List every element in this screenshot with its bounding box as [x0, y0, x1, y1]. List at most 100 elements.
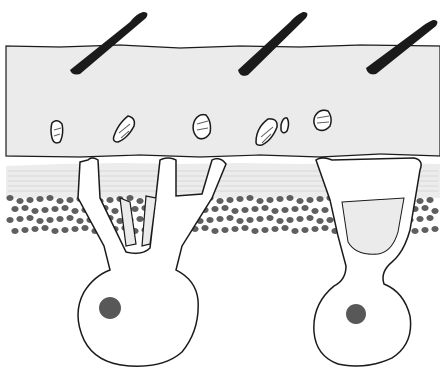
tissue-dot: [51, 228, 58, 234]
granule-1: [51, 121, 63, 143]
tissue-dot: [426, 197, 433, 203]
tissue-dot: [271, 226, 278, 232]
tissue-dot: [56, 216, 63, 222]
tissue-dot: [306, 215, 313, 221]
tissue-dot: [311, 208, 318, 214]
tissue-dot: [276, 196, 283, 202]
tissue-dot: [231, 226, 238, 232]
tissue-dot: [41, 207, 48, 213]
tissue-dot: [206, 217, 213, 223]
tissue-dot: [256, 216, 263, 222]
tissue-dot: [251, 206, 258, 212]
tissue-dot: [136, 216, 143, 222]
tissue-dot: [111, 208, 118, 214]
tissue-dot: [201, 225, 208, 231]
tissue-dot: [286, 195, 293, 201]
tissue-dot: [246, 195, 253, 201]
left-cell-nucleus: [99, 297, 121, 319]
tissue-dot: [411, 228, 418, 234]
tissue-dot: [306, 197, 313, 203]
tissue-dot: [26, 197, 33, 203]
tissue-dot: [431, 226, 438, 232]
tissue-dot: [31, 226, 38, 232]
tissue-dot: [251, 228, 258, 234]
tissue-dot: [241, 225, 248, 231]
tissue-dot: [316, 196, 323, 202]
tissue-dot: [36, 218, 43, 224]
tissue-dot: [271, 208, 278, 214]
right-cell-outline: [314, 158, 421, 366]
tissue-dot: [316, 218, 323, 224]
tissue-dot: [16, 198, 23, 204]
tissue-dot: [321, 207, 328, 213]
tissue-dot: [231, 208, 238, 214]
tissue-dot: [71, 208, 78, 214]
tissue-dot: [61, 205, 68, 211]
tissue-dot: [71, 226, 78, 232]
tissue-dot: [261, 227, 268, 233]
tissue-dot: [46, 217, 53, 223]
tissue-dot: [431, 208, 438, 214]
tissue-dot: [126, 195, 133, 201]
tissue-dot: [426, 215, 433, 221]
tissue-dot: [236, 196, 243, 202]
tissue-dot: [31, 208, 38, 214]
tissue-dot: [296, 198, 303, 204]
tissue-dot: [51, 206, 58, 212]
right-cell-nucleus: [346, 304, 366, 324]
tissue-dot: [6, 217, 13, 223]
tissue-dot: [81, 225, 88, 231]
granule-5: [281, 118, 289, 133]
tissue-dot: [276, 218, 283, 224]
tissue-dot: [416, 198, 423, 204]
tissue-dot: [416, 216, 423, 222]
tissue-dot: [211, 206, 218, 212]
tissue-dot: [236, 218, 243, 224]
tissue-dot: [286, 217, 293, 223]
tissue-dot: [226, 215, 233, 221]
tissue-dot: [46, 195, 53, 201]
tissue-dot: [131, 206, 138, 212]
tissue-dot: [421, 227, 428, 233]
tissue-dot: [66, 197, 73, 203]
tissue-dot: [266, 215, 273, 221]
tissue-dot: [301, 205, 308, 211]
granule-3: [193, 115, 210, 139]
tissue-dot: [256, 198, 263, 204]
tissue-dot: [6, 195, 13, 201]
tissue-dot: [246, 217, 253, 223]
tissue-dot: [61, 227, 68, 233]
tissue-dot: [76, 218, 83, 224]
granule-6: [314, 110, 331, 130]
tissue-dot: [216, 198, 223, 204]
tissue-dot: [216, 216, 223, 222]
tissue-dot: [241, 207, 248, 213]
tissue-dot: [281, 207, 288, 213]
tissue-dot: [291, 228, 298, 234]
tissue-dot: [266, 197, 273, 203]
tissue-dot: [226, 197, 233, 203]
tissue-dot: [291, 206, 298, 212]
tissue-dot: [296, 216, 303, 222]
tissue-dot: [221, 227, 228, 233]
tissue-dot: [36, 196, 43, 202]
tissue-dot: [26, 215, 33, 221]
tissue-dot: [66, 215, 73, 221]
tissue-dot: [11, 228, 18, 234]
tissue-dot: [301, 227, 308, 233]
tissue-dot: [221, 205, 228, 211]
tissue-dot: [41, 225, 48, 231]
tissue-dot: [136, 198, 143, 204]
tissue-dot: [281, 225, 288, 231]
tissue-dot: [311, 226, 318, 232]
tissue-dot: [11, 206, 18, 212]
tissue-dot: [21, 205, 28, 211]
tissue-dot: [326, 217, 333, 223]
tissue-dot: [21, 227, 28, 233]
tissue-dot: [421, 205, 428, 211]
tissue-dot: [321, 225, 328, 231]
tissue-dot: [211, 228, 218, 234]
tissue-dot: [56, 198, 63, 204]
